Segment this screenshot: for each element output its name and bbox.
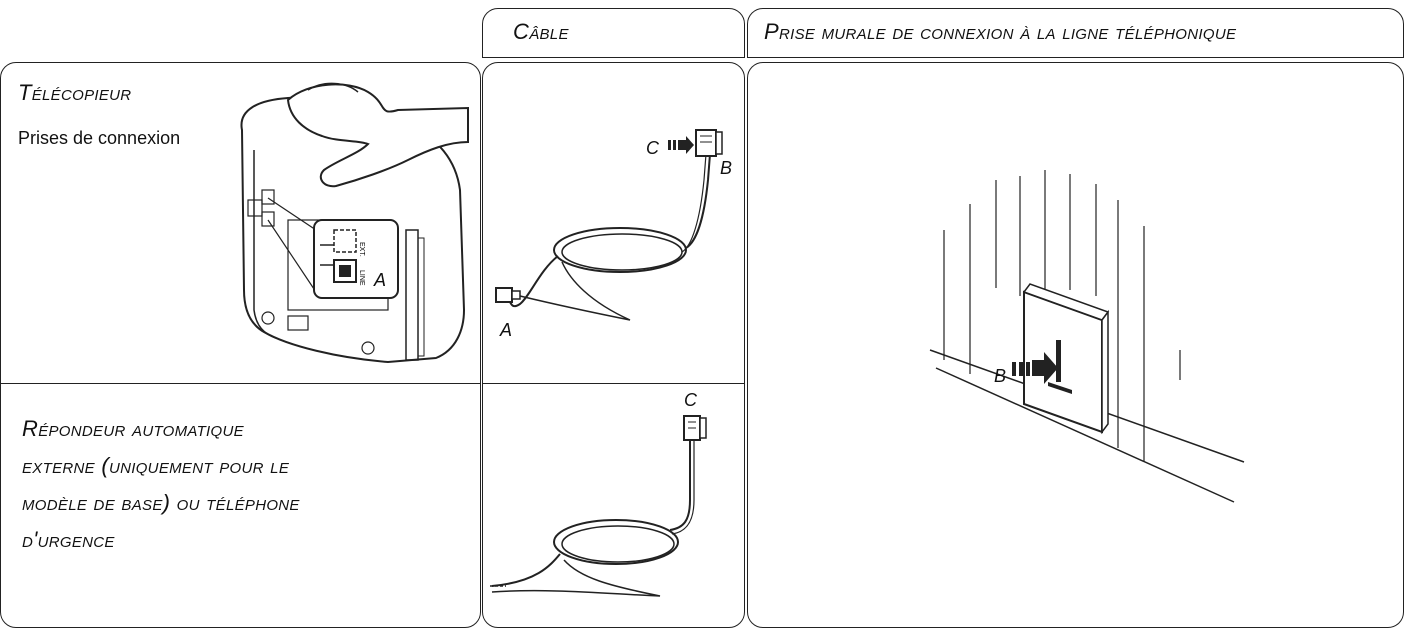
row-divider-left [0, 383, 481, 384]
header-wall-socket: Prise murale de connexion à la ligne tél… [747, 8, 1404, 58]
cable-illustration-bottom: C [490, 390, 707, 597]
port-line-label: LINE [358, 270, 365, 286]
header-cable: Câble [482, 8, 745, 58]
answering-line-4: d'urgence [22, 527, 115, 552]
answering-line-1: Répondeur automatique [22, 416, 244, 441]
fax-subtitle: Prises de connexion [18, 128, 181, 148]
cable-plug-b-label: B [720, 158, 732, 178]
wall-socket-illustration: B [929, 170, 1245, 503]
header-cable-label: Câble [513, 19, 569, 44]
answering-line-2: externe (uniquement pour le [22, 453, 290, 478]
answering-line-3: modèle de base) ou téléphone [22, 490, 300, 515]
cable2-plug-c-label: C [684, 390, 698, 410]
header-wall-socket-label: Prise murale de connexion à la ligne tél… [764, 19, 1237, 44]
fax-port-label-a: A [373, 270, 386, 290]
fax-machine-illustration: EXT. LINE A [240, 82, 469, 364]
fax-title: Télécopieur [18, 80, 132, 105]
cable-illustration-top: C B A [495, 129, 732, 340]
cable-plug-a-label: A [499, 320, 512, 340]
answering-machine-text: Répondeur automatique externe (uniquemen… [22, 410, 300, 558]
port-ext-label: EXT. [358, 242, 365, 257]
row-divider-mid [482, 383, 745, 384]
cable-arrow-c-label: C [646, 138, 660, 158]
wall-plug-b-label: B [994, 366, 1006, 386]
